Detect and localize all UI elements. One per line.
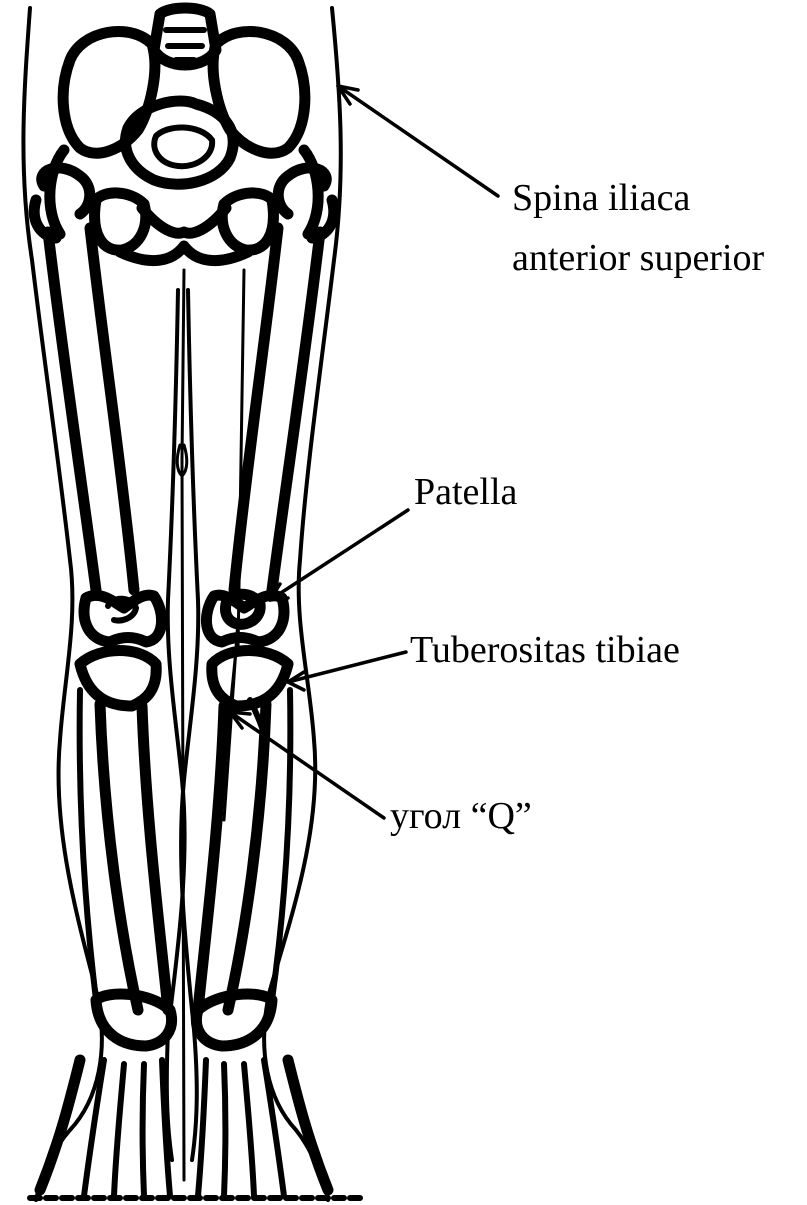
leader-spina <box>338 86 498 196</box>
labels: Spina iliaca anterior superior Patella T… <box>390 177 765 837</box>
leader-patella <box>270 510 408 600</box>
leader-q-angle <box>230 712 384 818</box>
label-tuberositas: Tuberositas tibiae <box>410 629 680 671</box>
label-spina-line2: anterior superior <box>512 237 765 279</box>
label-spina-line1: Spina iliaca <box>512 177 690 219</box>
label-patella: Patella <box>414 471 518 513</box>
label-q-angle: угол “Q” <box>390 795 532 837</box>
